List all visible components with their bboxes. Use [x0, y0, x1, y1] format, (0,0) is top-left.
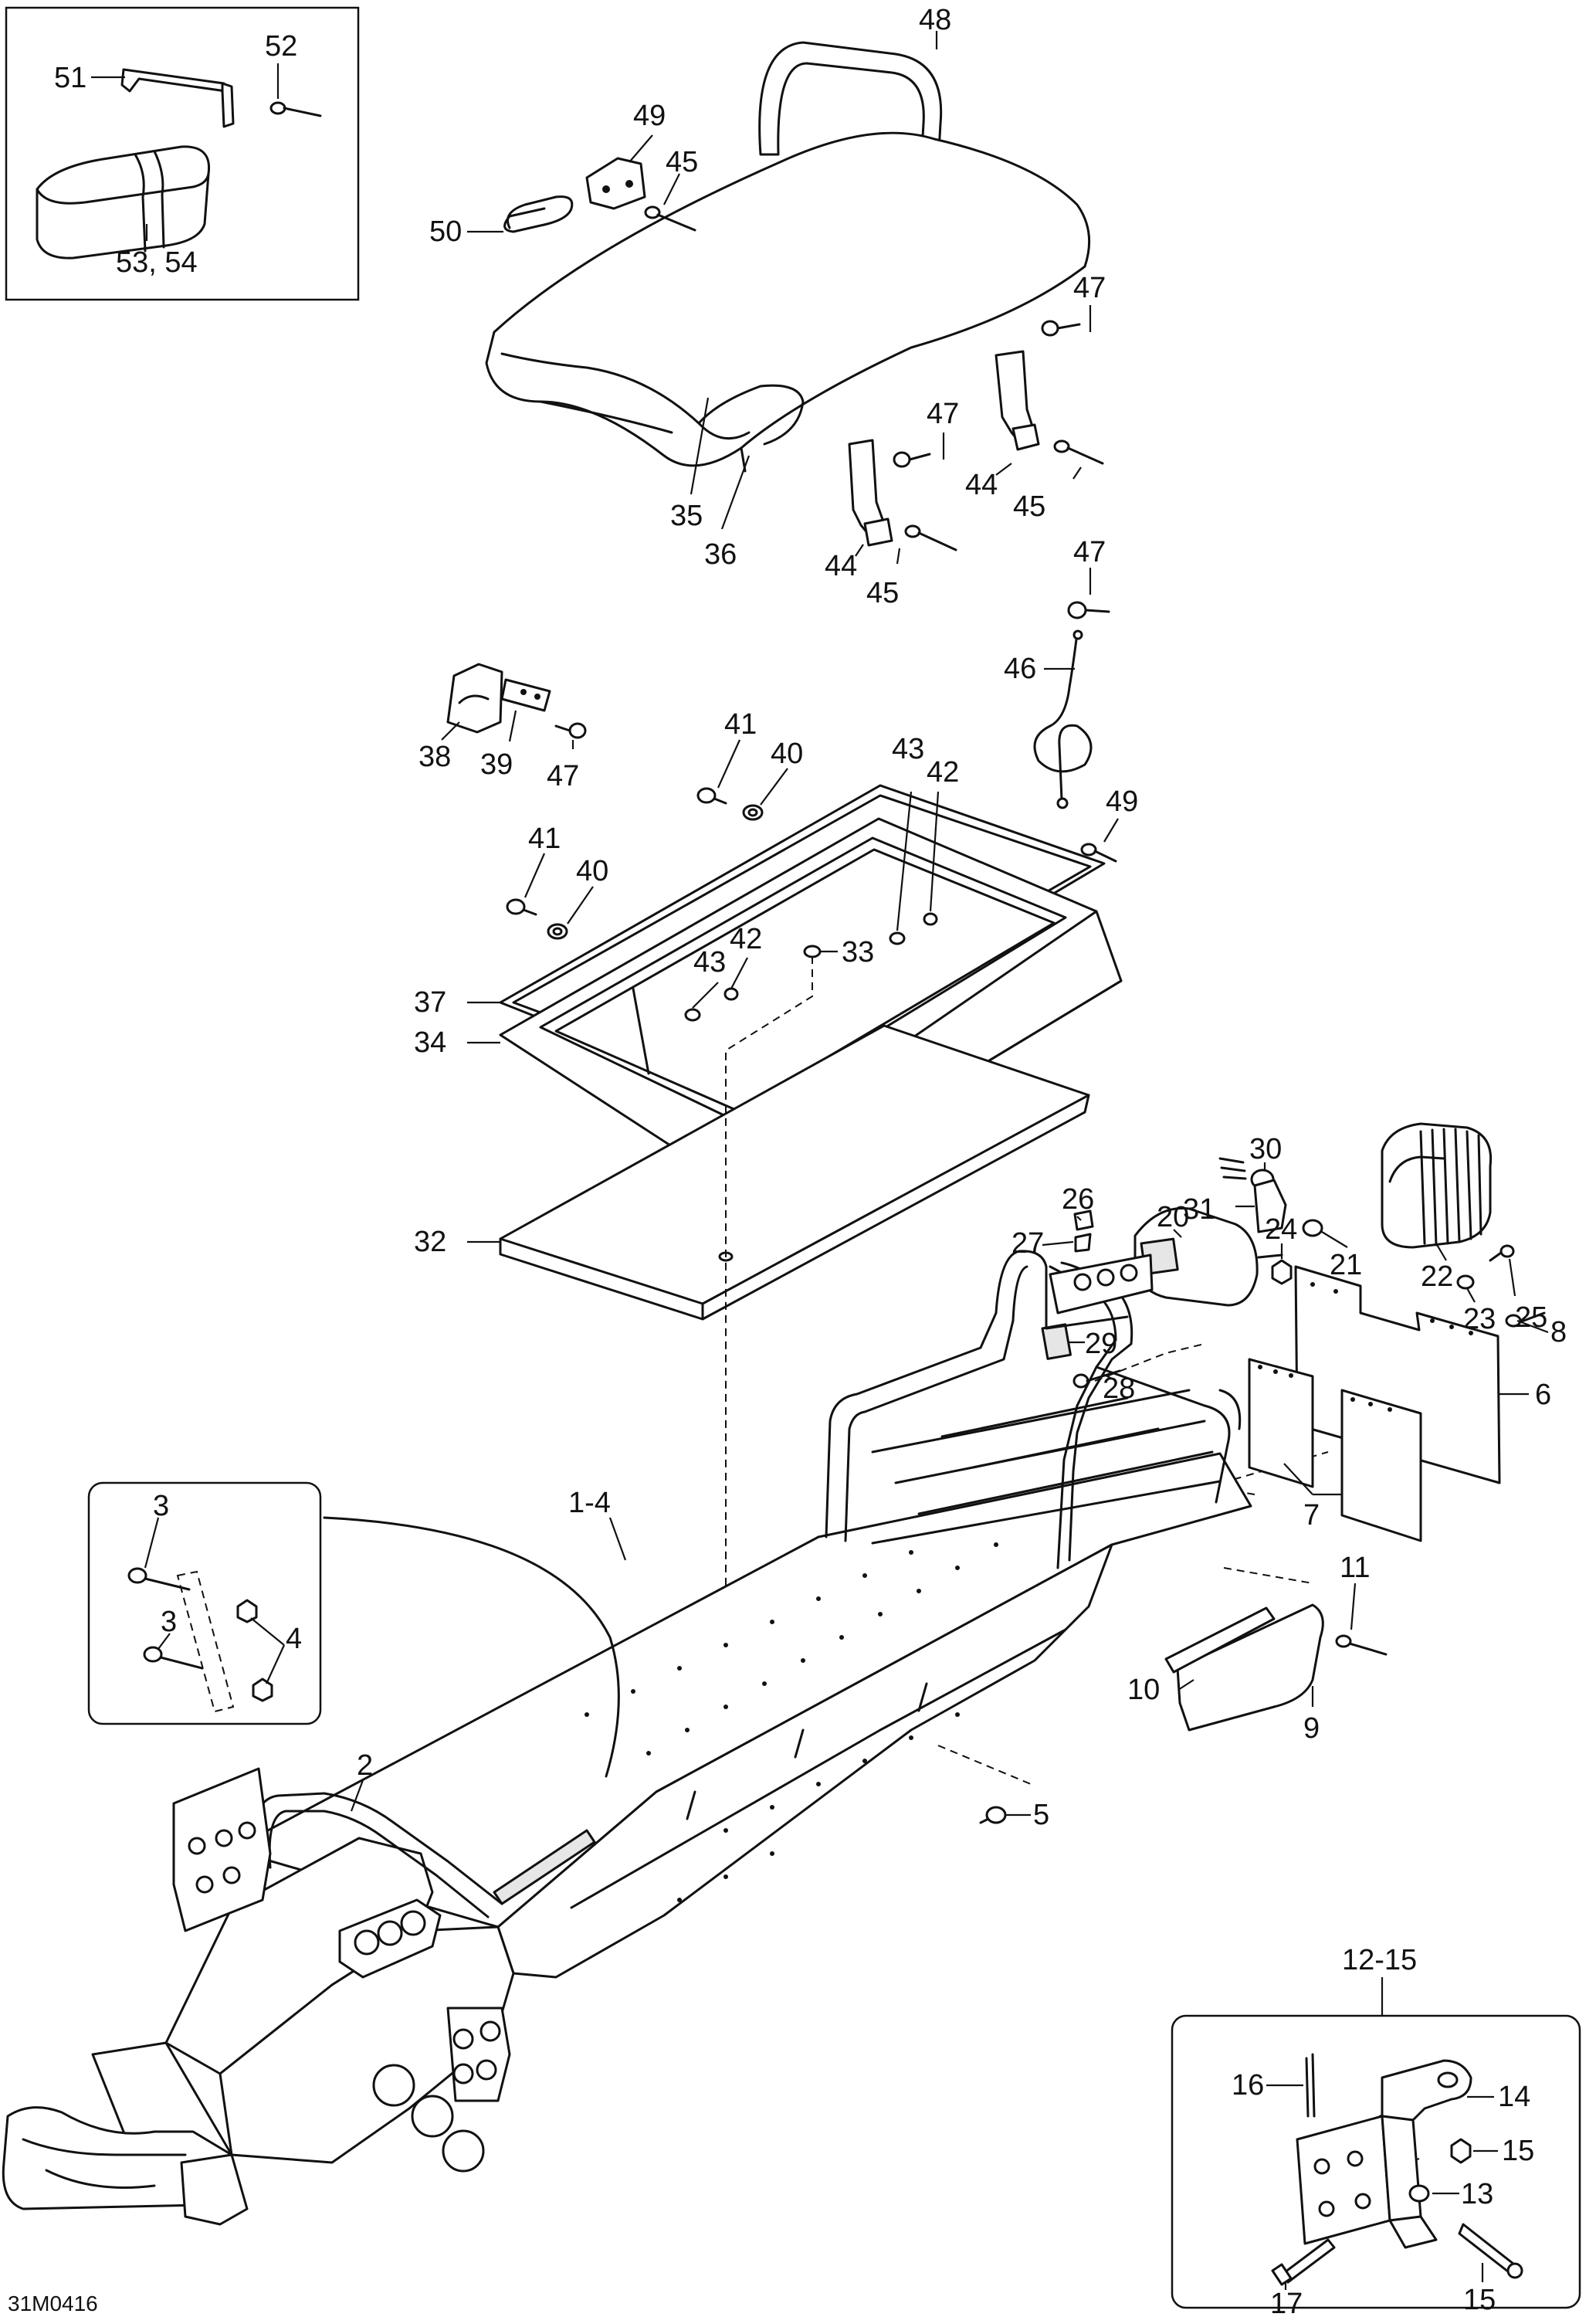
callout-2: 2	[357, 1749, 373, 1782]
callout-30: 30	[1249, 1133, 1282, 1165]
callout-32: 32	[414, 1226, 446, 1258]
callout-16: 16	[1232, 2069, 1264, 2102]
callout-1-4: 1-4	[568, 1487, 611, 1519]
callout-13: 13	[1461, 2178, 1493, 2210]
callout-31: 31	[1183, 1193, 1215, 1226]
strap-part	[120, 68, 235, 128]
deflector-part	[1176, 1603, 1324, 1732]
callout-11: 11	[1340, 1552, 1370, 1584]
callout-47-hinge-left: 47	[927, 398, 959, 430]
callout-22: 22	[1421, 1260, 1453, 1293]
callout-41-upper: 41	[724, 708, 757, 741]
callout-3-upper: 3	[153, 1490, 169, 1522]
callout-46: 46	[1004, 653, 1036, 685]
callout-47-hinge-right: 47	[1073, 272, 1106, 304]
callout-52: 52	[265, 30, 297, 63]
callout-48: 48	[919, 4, 951, 36]
callout-43-lower: 43	[693, 946, 726, 979]
callout-42-upper: 42	[927, 756, 959, 789]
callout-43-upper: 43	[892, 733, 924, 765]
callout-45-top: 45	[666, 146, 698, 178]
tether-cable: 47 46 49	[1004, 536, 1138, 863]
callout-51: 51	[54, 62, 86, 94]
seat-cover-part	[36, 145, 211, 260]
callout-15-lower: 15	[1463, 2284, 1496, 2316]
callout-41-lower: 41	[528, 823, 561, 855]
callout-6: 6	[1535, 1379, 1551, 1411]
callout-24: 24	[1265, 1213, 1297, 1246]
callout-10: 10	[1127, 1674, 1160, 1706]
callout-45-left: 45	[866, 577, 899, 609]
callout-8: 8	[1550, 1316, 1567, 1348]
callout-14: 14	[1498, 2081, 1530, 2113]
callout-53-54: 53, 54	[116, 246, 198, 279]
callout-49-tether: 49	[1106, 785, 1138, 818]
mud-flap-right	[1340, 1389, 1422, 1542]
seat-front-hardware: 50 49 45	[429, 100, 698, 248]
callout-44-right: 44	[965, 469, 998, 501]
callout-4: 4	[286, 1623, 302, 1655]
callout-21: 21	[1330, 1249, 1362, 1281]
seat-assembly: 35 36 48	[485, 4, 1091, 571]
callout-37: 37	[414, 986, 446, 1019]
callout-38: 38	[418, 741, 451, 773]
callout-34: 34	[414, 1026, 446, 1059]
callout-40-lower: 40	[576, 855, 608, 887]
drawing-code: 31M0416	[8, 2292, 98, 2315]
callout-45-right: 45	[1013, 490, 1045, 523]
inset-seat-accessories: 51 52 53, 54	[5, 6, 360, 301]
callout-35: 35	[670, 500, 703, 532]
callout-42-lower: 42	[730, 923, 762, 955]
callout-44-left: 44	[825, 550, 857, 582]
callout-7: 7	[1303, 1499, 1320, 1532]
tunnel-frame: 1-4 2 5	[2, 1250, 1252, 2226]
callout-47-latch: 47	[547, 760, 579, 792]
callout-12-15: 12-15	[1342, 1944, 1417, 1976]
deflector-bracket	[1164, 1606, 1276, 1674]
callout-20: 20	[1157, 1201, 1189, 1233]
latch-bracket: 38 39 47	[418, 663, 587, 792]
callout-5: 5	[1033, 1799, 1049, 1831]
callout-47-tether: 47	[1073, 536, 1106, 568]
seat-hinges: 47 47 44 45 44 45	[825, 272, 1106, 609]
callout-3-lower: 3	[161, 1606, 177, 1638]
tail-lamp-lens	[1381, 1122, 1493, 1249]
callout-40-upper: 40	[771, 738, 803, 770]
callout-9: 9	[1303, 1712, 1320, 1745]
inset-tunnel-fasteners: 3 3 4	[87, 1481, 322, 1725]
callout-26: 26	[1062, 1183, 1094, 1216]
callout-36: 36	[704, 538, 737, 571]
storage-box-assembly: 41 40 41 40 43 42 43 42 33 37 34 32	[414, 708, 1123, 1321]
callout-15-upper: 15	[1502, 2135, 1534, 2167]
callout-33: 33	[842, 936, 874, 969]
callout-50: 50	[429, 215, 462, 248]
mud-flap-left	[1248, 1358, 1314, 1488]
callout-39: 39	[480, 748, 513, 781]
callout-49-top: 49	[633, 100, 666, 132]
screw-part	[269, 101, 322, 117]
inset-hitch-assembly: 12-15 16 14 15 13 15 17	[1171, 1944, 1581, 2317]
callout-17: 17	[1270, 2288, 1303, 2317]
rear-flaps: 8 6 7 11 10 9	[1127, 1265, 1567, 1745]
